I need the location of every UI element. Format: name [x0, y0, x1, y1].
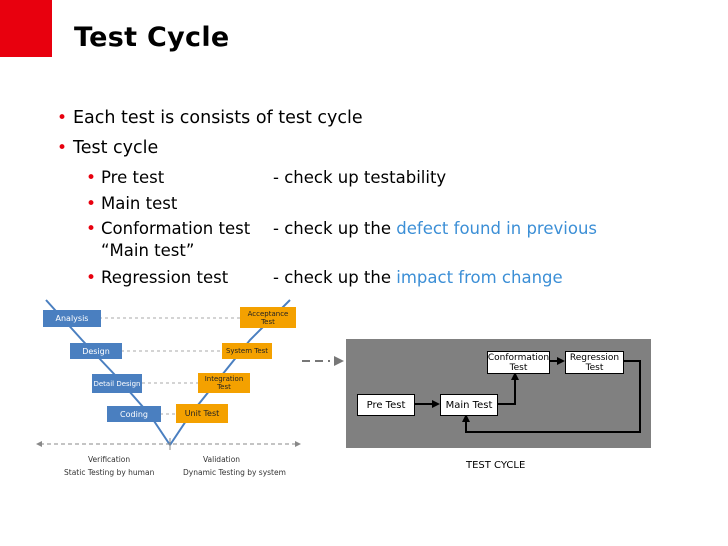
- arrow-regression-to-main: [465, 360, 641, 433]
- vmodel-stage-acceptance-test: Acceptance Test: [240, 307, 296, 328]
- bullet-dot-icon: •: [86, 219, 97, 239]
- axis-arrow-right-icon: [295, 441, 301, 447]
- sub-bullet-name: Conformation test: [101, 219, 251, 238]
- vmodel-stage-analysis: Analysis: [43, 310, 101, 327]
- validation-label: Validation: [203, 455, 241, 464]
- bullet-dot-icon: •: [57, 138, 68, 158]
- regression-test-box: Regression Test: [565, 351, 624, 374]
- bullet-dot-icon: •: [57, 108, 68, 128]
- sub-bullet-item: • Regression test: [86, 268, 229, 288]
- verification-sub-label: Static Testing by human: [64, 468, 155, 477]
- sub-bullet-name: Pre test: [101, 168, 165, 187]
- bullet-text: Test cycle: [73, 138, 159, 158]
- slide-title: Test Cycle: [74, 22, 230, 53]
- title-accent-bar: [0, 0, 52, 57]
- vmodel-stage-unit-test: Unit Test: [176, 404, 228, 423]
- bullet-item: • Test cycle: [57, 138, 159, 158]
- vmodel-stage-coding: Coding: [107, 406, 161, 422]
- pre-test-box: Pre Test: [357, 394, 415, 416]
- vmodel-stage-system-test: System Test: [222, 343, 272, 359]
- desc-highlight: impact from change: [396, 268, 563, 287]
- bullet-dot-icon: •: [86, 168, 97, 188]
- main-test-box: Main Test: [440, 394, 498, 416]
- arrow-head-icon: [462, 414, 470, 422]
- conformation-test-box: Conformation Test: [487, 351, 550, 374]
- continuation-text: “Main test”: [101, 241, 195, 260]
- sub-bullet-item: • Main test: [86, 194, 178, 214]
- desc-text: - check up the: [273, 268, 397, 287]
- dashed-arrow-head-icon: [334, 356, 344, 366]
- bullet-text: Each test is consists of test cycle: [73, 108, 363, 128]
- sub-bullet-desc: - check up the impact from change: [273, 268, 563, 287]
- arrow-main-to-conformation: [497, 378, 516, 405]
- bullet-dot-icon: •: [86, 194, 97, 214]
- sub-bullet-name: Regression test: [101, 268, 229, 287]
- sub-bullet-desc: - check up the defect found in previous: [273, 219, 597, 238]
- vmodel-stage-design: Design: [70, 343, 122, 359]
- vmodel-stage-integration-test: Integration Test: [198, 373, 250, 393]
- desc-text: - check up the: [273, 219, 397, 238]
- vmodel-stage-detail-design: Detail Design: [92, 374, 142, 393]
- sub-bullet-name: Main test: [101, 194, 178, 213]
- arrow-head-icon: [557, 357, 565, 365]
- arrow-head-icon: [511, 372, 519, 380]
- sub-bullet-continuation: “Main test”: [101, 241, 194, 260]
- desc-highlight: defect found in previous: [396, 219, 598, 238]
- arrow-head-icon: [432, 400, 440, 408]
- sub-bullet-item: • Pre test: [86, 168, 165, 188]
- validation-sub-label: Dynamic Testing by system: [183, 468, 286, 477]
- verification-label: Verification: [88, 455, 131, 464]
- axis-arrow-left-icon: [36, 441, 42, 447]
- bullet-dot-icon: •: [86, 268, 97, 288]
- bullet-item: • Each test is consists of test cycle: [57, 108, 363, 128]
- test-cycle-caption: TEST CYCLE: [466, 460, 526, 471]
- sub-bullet-desc: - check up testability: [273, 168, 446, 187]
- desc-text: - check up testability: [273, 168, 447, 187]
- sub-bullet-item: • Conformation test: [86, 219, 251, 239]
